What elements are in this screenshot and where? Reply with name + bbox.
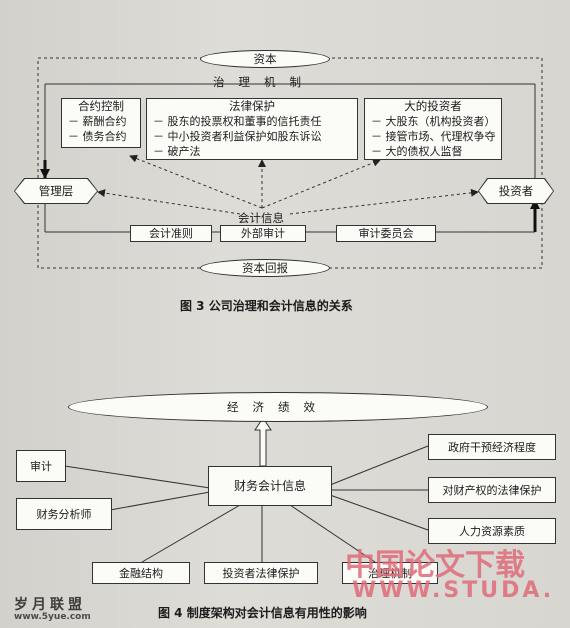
governance-mechanism-label: 治理机制: [368, 566, 412, 580]
property-rights-label: 对财产权的法律保护: [442, 483, 542, 497]
financial-structure-label: 金融结构: [119, 566, 163, 580]
left-url-watermark: www.5yue.com: [14, 612, 91, 622]
financial-analyst-box: 财务分析师: [16, 498, 112, 530]
financial-accounting-info-label: 财务会计信息: [233, 478, 306, 493]
external-audit-label: 外部审计: [241, 227, 285, 240]
contract-item: － 薪酬合约: [68, 115, 127, 128]
gov-intervention-box: 政府干预经济程度: [428, 434, 556, 460]
investor-legal-protection-box: 投资者法律保护: [204, 562, 318, 584]
big-investors-item: － 大股东（机构投资者）: [371, 115, 496, 128]
financial-analyst-label: 财务分析师: [36, 507, 92, 521]
up-arrow-shape: [254, 417, 272, 467]
capital-return-oval: 资本回报: [200, 259, 330, 277]
legal-item: － 股东的投票权和董事的信托责任: [153, 115, 322, 128]
governance-label: 治理机制: [213, 75, 315, 89]
property-rights-box: 对财产权的法律保护: [428, 477, 556, 503]
big-investors-box: 大的投资者 － 大股东（机构投资者） － 接管市场、代理权争夺 － 大的债权人监…: [364, 98, 502, 160]
accounting-standards-box: 会计准则: [130, 225, 212, 242]
big-investors-item: － 大的债权人监督: [371, 145, 463, 158]
financial-structure-box: 金融结构: [92, 562, 190, 584]
legal-item: － 中小投资者利益保护如股东诉讼: [153, 130, 322, 143]
figure3-caption: 图 3 公司治理和会计信息的关系: [180, 299, 353, 313]
audit-committee-box: 审计委员会: [336, 225, 436, 242]
url-watermark: WWW.STUDA.: [352, 578, 555, 603]
management-node: 管理层: [15, 179, 97, 203]
audit-label: 审计: [30, 459, 52, 473]
left-logo-watermark: 岁月联盟: [14, 597, 86, 613]
capital-label: 资本: [253, 52, 277, 66]
management-label: 管理层: [38, 184, 74, 198]
audit-box: 审计: [16, 450, 66, 482]
contract-control-title: 合约控制: [78, 99, 124, 113]
audit-committee-label: 审计委员会: [358, 227, 414, 240]
economic-performance-oval: 经济绩效: [68, 392, 488, 422]
legal-item: － 破产法: [153, 145, 201, 158]
contract-control-box: 合约控制 － 薪酬合约 － 债务合约: [61, 98, 141, 148]
legal-protection-box: 法律保护 － 股东的投票权和董事的信托责任 － 中小投资者利益保护如股东诉讼 －…: [146, 98, 358, 160]
big-investors-item: － 接管市场、代理权争夺: [371, 130, 496, 143]
capital-oval: 资本: [200, 50, 330, 68]
legal-protection-title: 法律保护: [229, 99, 275, 113]
financial-accounting-info-box: 财务会计信息: [208, 466, 332, 506]
figure4-caption: 图 4 制度架构对会计信息有用性的影响: [158, 606, 367, 620]
investor-node: 投资者: [479, 179, 553, 203]
gov-intervention-label: 政府干预经济程度: [448, 440, 536, 454]
accounting-info-label: 会计信息: [238, 211, 284, 225]
investor-label: 投资者: [498, 184, 534, 198]
contract-item: － 债务合约: [68, 130, 127, 143]
big-investors-title: 大的投资者: [404, 99, 462, 113]
investor-legal-protection-label: 投资者法律保护: [222, 566, 300, 580]
accounting-standards-label: 会计准则: [149, 227, 193, 240]
capital-return-label: 资本回报: [242, 261, 288, 275]
cn-site-watermark: 中国论文下载: [345, 548, 525, 583]
external-audit-box: 外部审计: [220, 225, 306, 242]
governance-mechanism-box: 治理机制: [342, 562, 438, 584]
economic-performance-label: 经济绩效: [227, 400, 329, 414]
human-capital-box: 人力资源素质: [428, 518, 556, 544]
human-capital-label: 人力资源素质: [459, 524, 525, 538]
